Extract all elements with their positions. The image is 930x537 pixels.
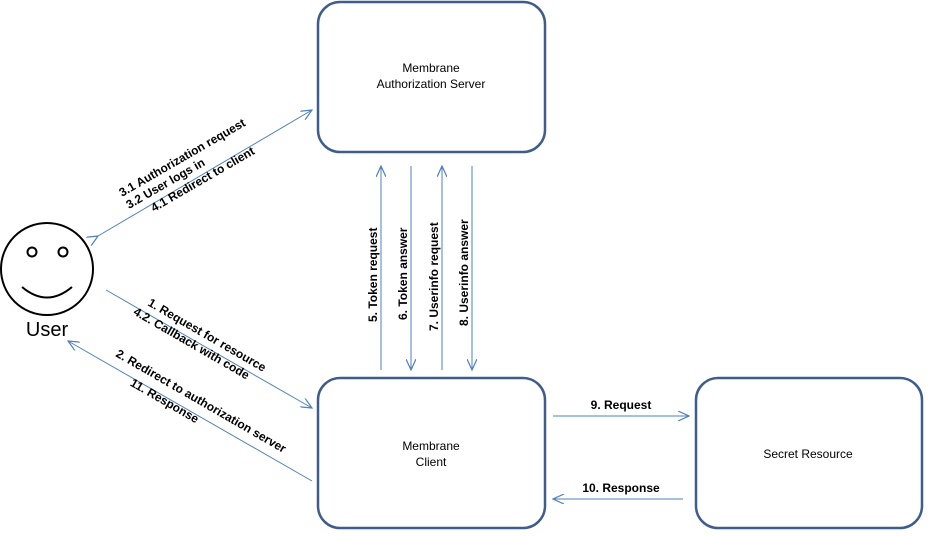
request-label: 9. Request: [591, 398, 652, 412]
userinfo-request-label: 7. Userinfo request: [427, 222, 441, 331]
userinfo-answer-label: 8. Userinfo answer: [457, 219, 471, 326]
user-to-client-arrow: [105, 289, 312, 408]
token-answer-label: 6. Token answer: [396, 227, 410, 320]
user-auth-server-labels: 3.1 Authorization request 3.2 User logs …: [117, 116, 257, 215]
response-label: 10. Response: [582, 481, 660, 495]
user-smiley-icon: [0, 222, 94, 316]
authorization-server-box: [316, 0, 547, 154]
user-label: User: [26, 319, 69, 341]
secret-resource-label: Secret Resource: [763, 447, 853, 461]
client-label-line2: Client: [416, 455, 447, 469]
secret-resource-box: [694, 376, 924, 530]
client-to-user-arrow: [68, 341, 313, 482]
token-request-label: 5. Token request: [366, 228, 380, 322]
client-box: [316, 376, 547, 530]
user-auth-server-arrow: [98, 110, 312, 236]
client-label-line1: Membrane: [402, 439, 460, 453]
authorization-server-label-line2: Authorization Server: [377, 77, 486, 91]
authorization-server-label-line1: Membrane: [402, 61, 460, 75]
